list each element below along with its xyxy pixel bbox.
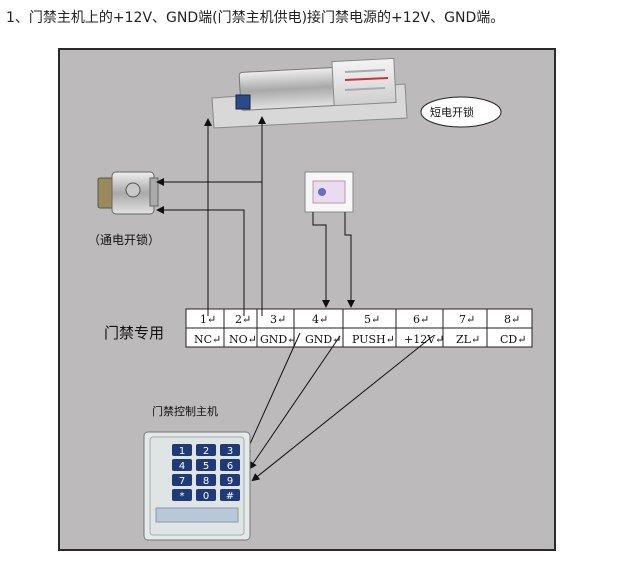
keypad-key-label: 5: [203, 461, 209, 472]
keypad-key-label: 6: [227, 461, 233, 472]
terminal-number-7: 7↵: [459, 313, 475, 326]
keypad-key-label: 1: [179, 446, 185, 457]
keypad-key-label: 9: [227, 476, 233, 487]
exit-button-image: [304, 171, 354, 213]
keypad-key-bg: [220, 489, 240, 501]
terminal-number-4: 4↵: [312, 313, 328, 326]
short-lock-label-bubble: [420, 96, 502, 128]
keypad-key-bg: [172, 489, 192, 501]
keypad-key-label: 8: [203, 476, 209, 487]
terminal-name-cd: CD↵: [500, 333, 526, 346]
keypad-key-bg: [220, 459, 240, 471]
short-power-lock-image: [211, 57, 408, 129]
keypad-key-label: #: [226, 491, 234, 502]
terminal-number-8: 8↵: [504, 313, 520, 326]
keypad-key-label: 7: [179, 476, 185, 487]
controller-label: 门禁控制主机: [152, 404, 218, 418]
keypad-key-bg: [196, 459, 216, 471]
keypad-key-bg: [172, 459, 192, 471]
short-lock-label: 短电开锁: [430, 105, 474, 119]
keypad-key-bg: [220, 444, 240, 456]
diagram-frame: [58, 48, 556, 551]
terminal-name-no: NO↵: [229, 333, 257, 346]
terminal-name-nc: NC↵: [194, 333, 221, 346]
terminal-name-12v: +12V↵: [404, 333, 444, 346]
keypad-key-label: 4: [179, 461, 185, 472]
terminal-table: 1↵ 2↵ 3↵ 4↵ 5↵ 6↵ 7↵ 8↵ NC↵ NO↵ GND↵ GND…: [185, 308, 533, 348]
terminal-name-gnd-2: GND↵: [305, 333, 341, 346]
door-use-label: 门禁专用: [104, 324, 164, 342]
terminal-number-3: 3↵: [270, 313, 286, 326]
wire-gnd-to-power-lock: [156, 178, 263, 316]
keypad-key-bg: [220, 474, 240, 486]
wire-push-to-controller: [248, 335, 341, 470]
wire-button-to-push: [344, 212, 355, 308]
keypad-key-bg: [172, 444, 192, 456]
wire-gnd-to-controller: [243, 332, 301, 457]
instruction-heading: 1、门禁主机上的+12V、GND端(门禁主机供电)接门禁电源的+12V、GND端…: [6, 10, 505, 26]
keypad-key-bg: [196, 489, 216, 501]
keypad-key-label: 0: [203, 491, 209, 502]
terminal-number-6: 6↵: [413, 313, 429, 326]
wire-no-to-power-lock: [156, 206, 245, 316]
power-on-lock-image: [97, 171, 159, 215]
terminal-number-1: 1↵: [200, 313, 216, 326]
keypad-key-bg: [172, 474, 192, 486]
keypad-key-bg: [196, 444, 216, 456]
keypad-key-label: 3: [227, 446, 233, 457]
wire-button-to-gnd: [312, 212, 330, 308]
keypad-key-label: 2: [203, 446, 209, 457]
keypad-key-bg: [196, 474, 216, 486]
terminal-name-gnd-1: GND↵: [260, 333, 296, 346]
terminal-name-push: PUSH↵: [352, 333, 395, 346]
terminal-name-zl: ZL↵: [456, 333, 480, 346]
wires: [156, 116, 434, 482]
wire-12v-to-controller: [251, 335, 434, 482]
terminal-number-5: 5↵: [364, 313, 380, 326]
keypad-key-label: *: [180, 491, 185, 502]
keypad-keys: 1 2 3 4 5 6 7 8 9 * 0 #: [172, 444, 240, 502]
power-lock-label: （通电开锁）: [88, 232, 160, 247]
terminal-number-2: 2↵: [235, 313, 251, 326]
